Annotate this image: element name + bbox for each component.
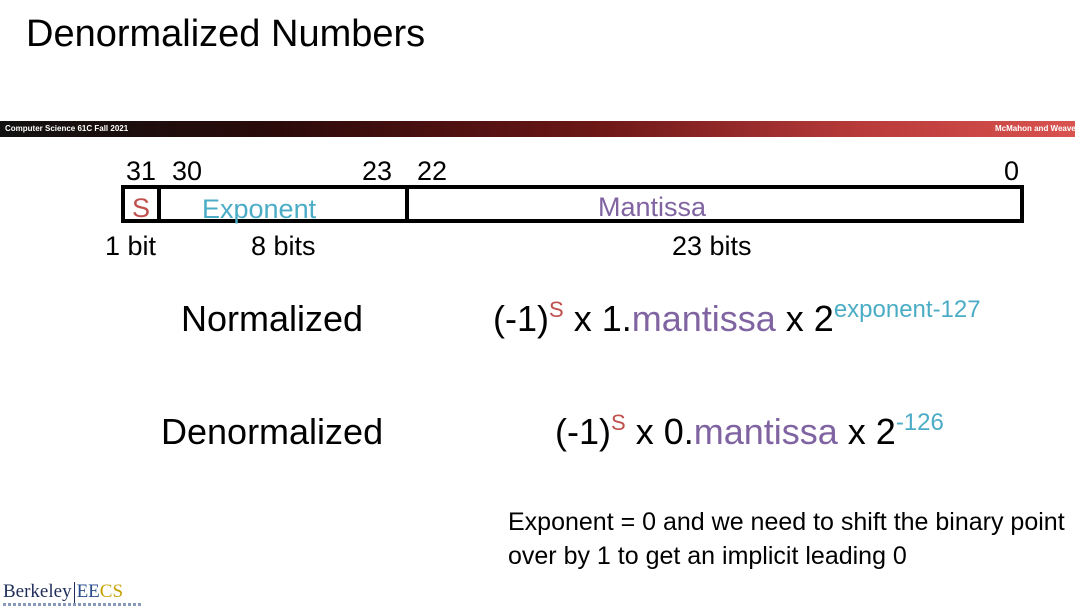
field-divider-sign [157,185,161,223]
bit-number-31: 31 [126,156,157,186]
bit-number-30: 30 [172,156,203,186]
course-name: Computer Science 61C Fall 2021 [5,124,129,133]
exponent-superscript: -126 [895,409,944,436]
logo-berkeley: Berkeley [3,581,72,602]
bit-number-0: 0 [1004,156,1020,186]
times-one: x 1. [563,298,632,339]
explanation-note: Exponent = 0 and we need to shift the bi… [508,508,1065,570]
instructor-names: McMahon and Weaver [995,124,1075,133]
normalized-formula: (-1)S x 1.mantissa x 2exponent-127 [493,296,981,345]
mantissa-field-label: Mantissa [598,192,707,222]
logo-cs: CS [99,581,124,602]
denormalized-label: Denormalized [161,411,384,452]
neg-one: (-1) [555,411,611,452]
logo-ee: EE [76,581,100,602]
logo-separator [73,581,75,604]
denormalized-formula: (-1)S x 0.mantissa x 2-126 [555,409,944,458]
bit-field-box [121,185,1024,223]
course-banner: Computer Science 61C Fall 2021 McMahon a… [0,121,1075,137]
field-divider-exponent [405,185,409,223]
field-divider-right [1020,185,1024,223]
slide-title: Denormalized Numbers [26,13,426,55]
sign-superscript: S [549,297,564,322]
logo-subtitle-line [3,603,143,606]
bit-number-22: 22 [417,156,448,186]
normalized-label: Normalized [181,298,364,339]
sign-superscript: S [611,410,626,435]
neg-one: (-1) [493,298,549,339]
times-zero: x 0. [625,411,694,452]
exponent-superscript: exponent-127 [833,296,981,323]
times-two: x 2 [837,411,896,452]
exponent-field-label: Exponent [202,194,317,224]
mantissa-term: mantissa [631,298,776,339]
sign-size-label: 1 bit [105,231,157,261]
exponent-size-label: 8 bits [251,231,316,261]
mantissa-size-label: 23 bits [672,231,752,261]
field-divider-left [121,185,125,223]
times-two: x 2 [775,298,834,339]
sign-field-label: S [132,193,151,223]
mantissa-term: mantissa [693,411,838,452]
bit-number-23: 23 [362,156,393,186]
